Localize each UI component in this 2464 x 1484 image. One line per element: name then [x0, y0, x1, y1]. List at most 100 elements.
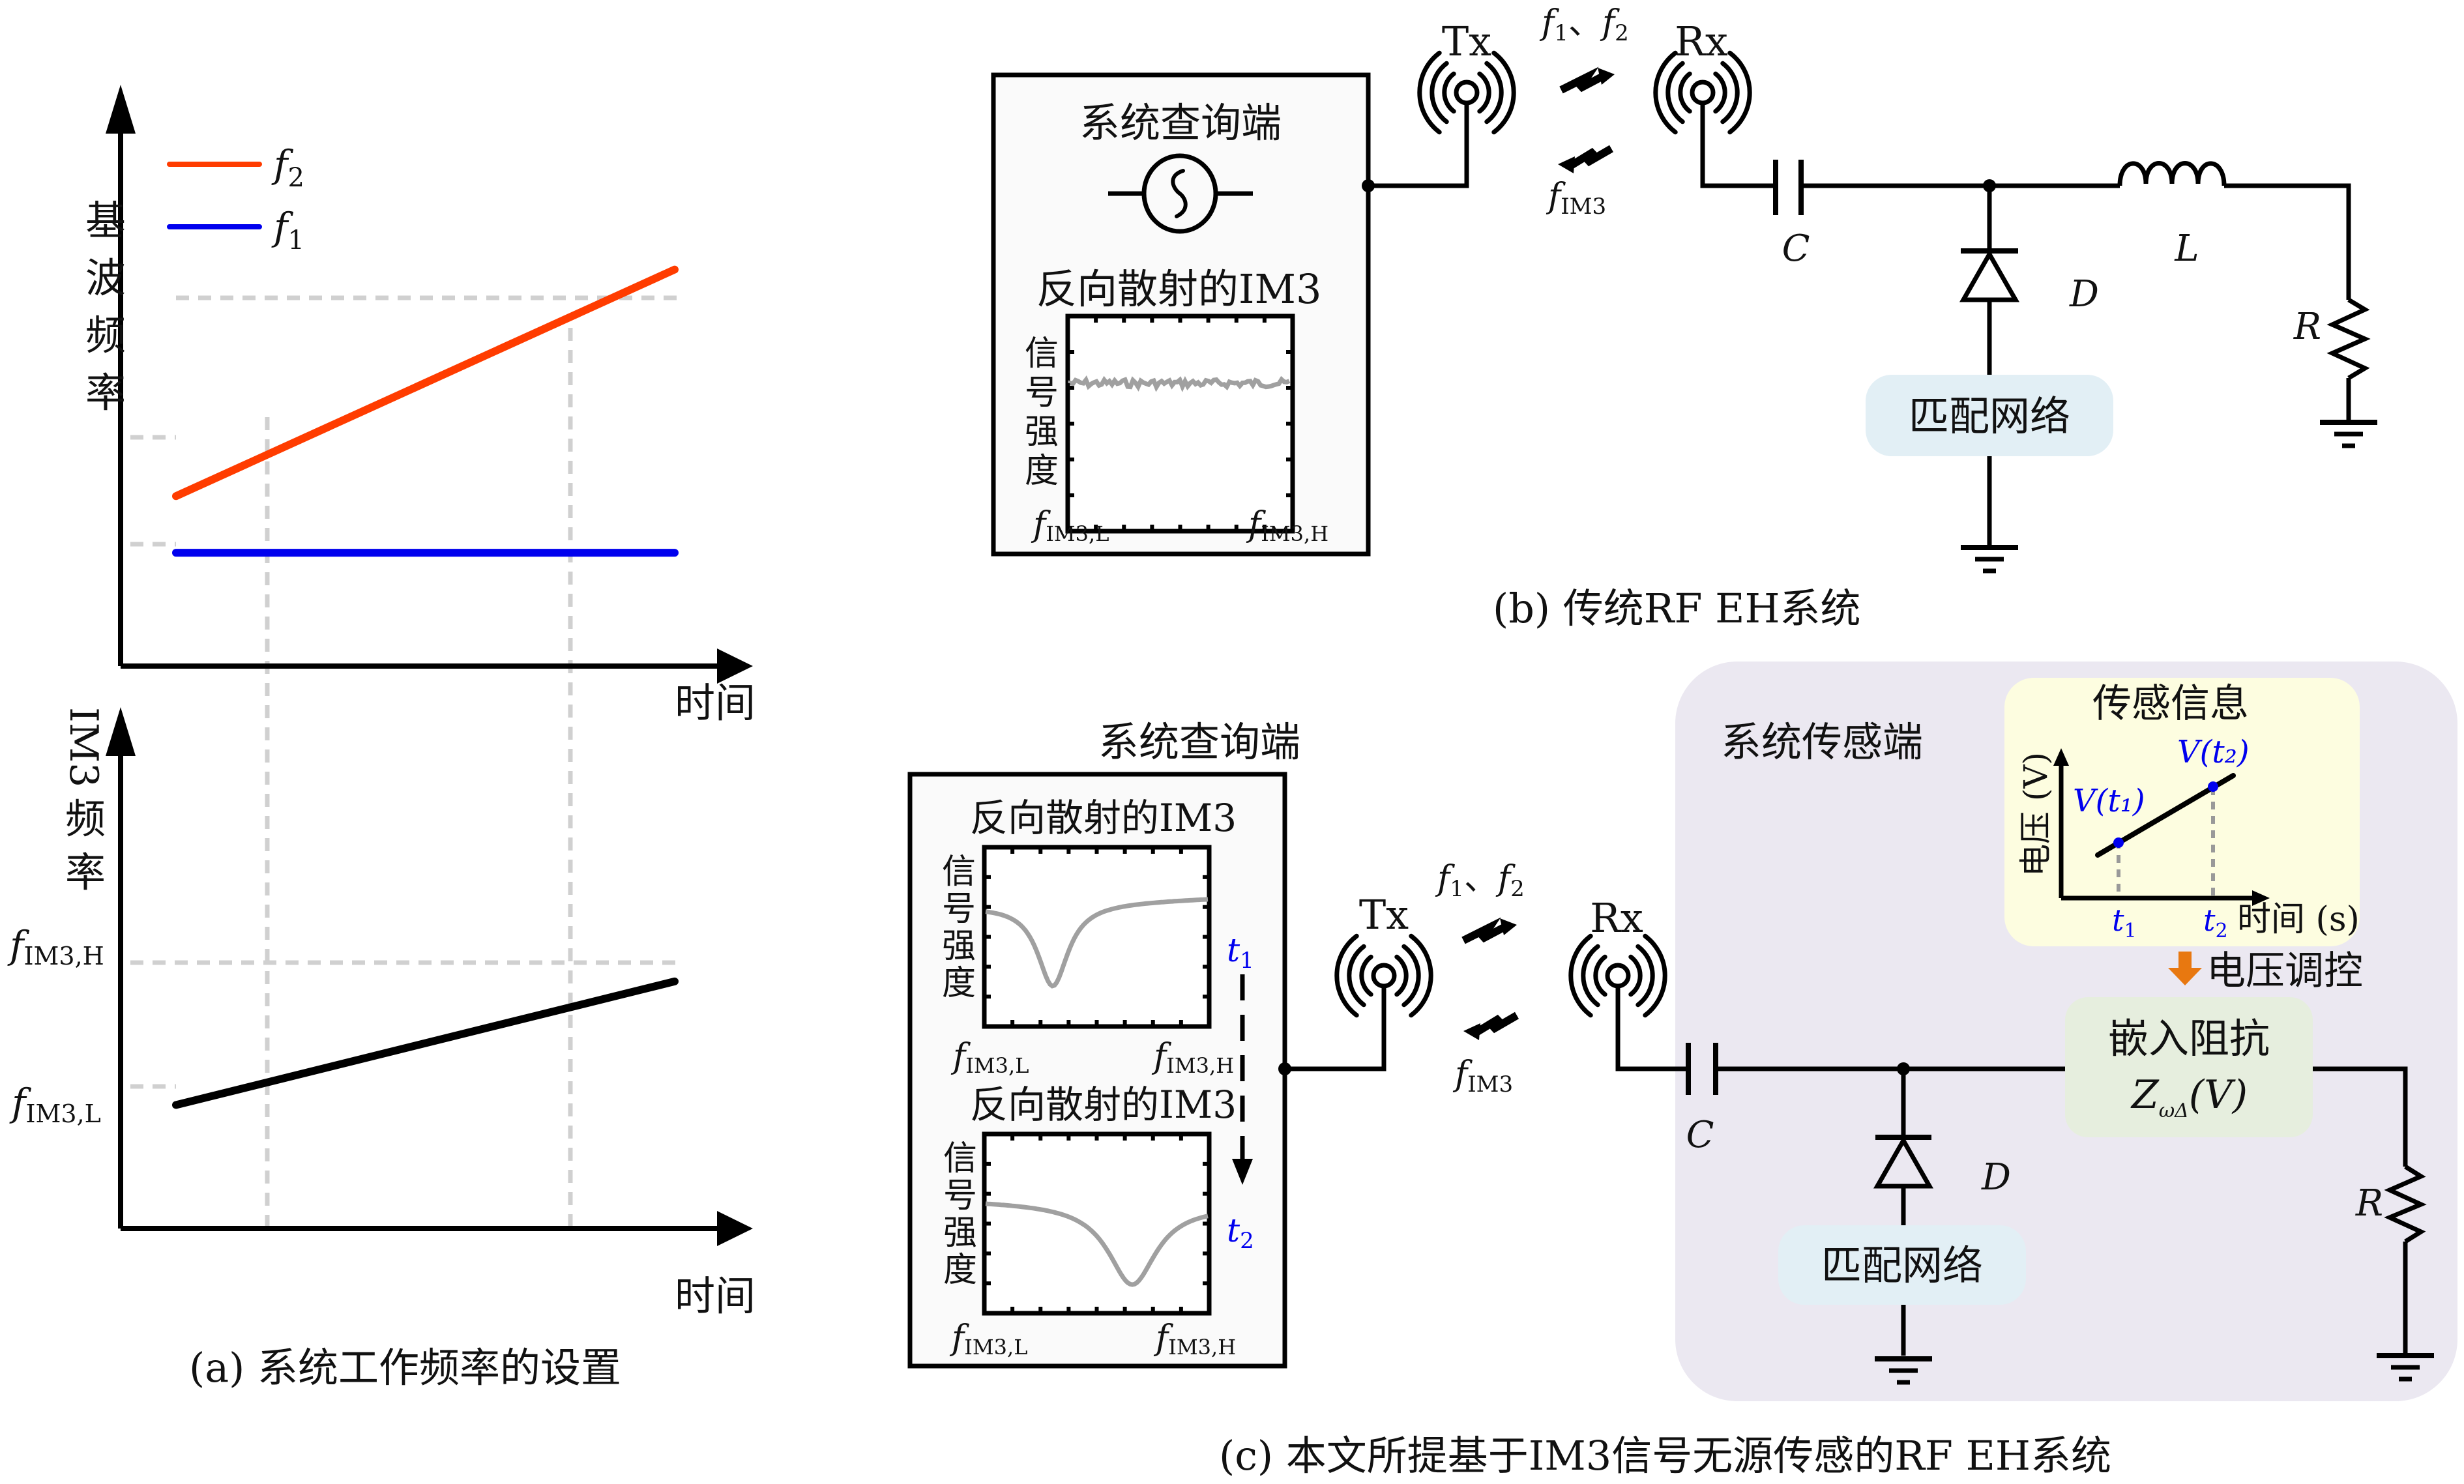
plot-ylabel-char: 号 — [1025, 373, 1059, 413]
x-axis-arrow-icon — [717, 1211, 753, 1246]
capacitor-icon — [1773, 160, 1804, 215]
ground-icon — [1875, 1356, 1932, 1385]
diode-label: D — [1981, 1156, 2011, 1199]
voltage-control-arrow-icon — [2168, 952, 2202, 985]
panel-b: 系统查询端 反向散射的IM3 信 号 强 度 fIM3,L fIM3,H Tx … — [991, 3, 2377, 632]
x-axis-label: 时间 — [675, 679, 755, 727]
legend-label-f1: f1 — [271, 205, 304, 255]
plot-ylabel-char: 信 — [942, 852, 976, 892]
forward-signal-label: f1、f2 — [1539, 3, 1629, 46]
interrogator-title: 系统查询端 — [1098, 718, 1300, 766]
backward-signal-label: fIM3 — [1546, 177, 1606, 220]
resistor-label: R — [2293, 306, 2321, 348]
matching-network-label: 匹配网络 — [1821, 1242, 1983, 1289]
wire — [2224, 183, 2351, 300]
ac-source-icon — [1108, 153, 1253, 234]
y-axis-arrow-icon — [2053, 748, 2069, 766]
inductor-icon — [2117, 161, 2227, 186]
legend-label-f2: f2 — [271, 142, 304, 193]
y-axis-label-char: 波 — [85, 254, 126, 302]
wire — [1615, 984, 1687, 1071]
wire-tx — [1285, 984, 1386, 1071]
resistor-label: R — [2355, 1182, 2383, 1225]
forward-wireless-arrow-icon — [1461, 917, 1517, 944]
embedded-impedance-expr: ZωΔ(V) — [2130, 1072, 2248, 1122]
spectrum-curve-t1 — [985, 897, 1209, 989]
inductor-label: L — [2174, 227, 2199, 270]
y-axis-arrow-icon — [106, 707, 136, 756]
im3-spectrum-plot-t2 — [982, 1131, 1212, 1316]
embedded-impedance-box — [2065, 997, 2313, 1137]
caption-a: (a) 系统工作频率的设置 — [189, 1344, 621, 1391]
plot2-xlabel-high: fIM3,H — [1153, 1318, 1236, 1360]
resistor-icon — [2384, 1165, 2427, 1244]
tx-antenna-icon — [1334, 933, 1433, 1018]
tx-label: Tx — [1359, 891, 1409, 938]
tx-label: Tx — [1442, 18, 1491, 65]
y-axis-arrow-icon — [106, 85, 136, 134]
wire — [1700, 103, 1774, 188]
capacitor-label: C — [1686, 1114, 1714, 1156]
time-progression-arrow-icon — [1232, 1159, 1253, 1185]
rx-label: Rx — [1590, 894, 1643, 942]
plot-ylabel-char: 号 — [942, 890, 976, 929]
plot1-xlabel-low: fIM3,L — [950, 1037, 1029, 1078]
plot-ylabel-char: 信 — [1025, 334, 1059, 373]
plot-ylabel-char: 度 — [942, 964, 976, 1003]
backward-wireless-arrow-icon — [1463, 1011, 1519, 1040]
y-axis-label-im3: IM3 — [61, 707, 106, 787]
sensor-node-title: 系统传感端 — [1721, 718, 1923, 766]
matching-network-box — [1866, 375, 2113, 456]
plot-ylabel-char: 强 — [1025, 413, 1059, 452]
voltage-point-t2 — [2208, 781, 2218, 792]
y-axis-label-char: 频 — [85, 312, 126, 359]
x-axis-arrow-icon — [717, 648, 753, 684]
y-axis-label-char: 率 — [65, 849, 106, 896]
sensing-info-box — [2004, 678, 2360, 946]
backward-signal-label: fIM3 — [1452, 1055, 1513, 1098]
x-axis-label: 时间 (s) — [2237, 900, 2360, 939]
voltage-point-t1 — [2113, 837, 2124, 848]
tick-label-fim3-high: fIM3,H — [7, 923, 104, 970]
voltage-label-t2: V(t₂) — [2177, 734, 2250, 770]
tick-label-t1: t1 — [2112, 903, 2137, 942]
tick-label-fim3-low: fIM3,L — [9, 1081, 101, 1128]
panel-a: f2 f1 基 波 频 率 时间 IM3 频 率 fIM3,H fIM3,L 时… — [7, 85, 755, 1391]
voltage-label-t1: V(t₁) — [2073, 783, 2145, 819]
plot1-title: 反向散射的IM3 — [970, 796, 1237, 840]
series-line-f2 — [172, 265, 679, 501]
spectrum-curve — [1068, 375, 1291, 392]
rx-label: Rx — [1675, 18, 1728, 65]
spectrum-curve-t2 — [985, 1201, 1209, 1287]
sensing-info-title: 传感信息 — [2092, 681, 2249, 727]
diode-icon — [1959, 248, 2020, 302]
plot-ylabel-char: 度 — [943, 1251, 977, 1290]
caption-c: (c) 本文所提基于IM3信号无源传感的RF EH系统 — [1219, 1432, 2111, 1479]
embedded-impedance-title: 嵌入阻抗 — [2108, 1015, 2270, 1062]
forward-signal-label: f1、f2 — [1435, 859, 1525, 902]
chart-fundamental-frequency: f2 f1 基 波 频 率 时间 — [85, 85, 755, 1235]
forward-wireless-arrow-icon — [1559, 66, 1615, 94]
plot-ylabel-char: 号 — [943, 1176, 977, 1215]
matching-network-label: 匹配网络 — [1909, 392, 2070, 440]
plot1-xlabel-high: fIM3,H — [1151, 1037, 1234, 1078]
y-axis-label-char: 频 — [65, 795, 106, 843]
wire-tx — [1368, 103, 1469, 188]
plot-ylabel-char: 度 — [1025, 452, 1059, 491]
ground-icon — [1961, 545, 2018, 574]
plot1-ylabel: 信 号 强 度 — [942, 852, 976, 1003]
x-axis-label: 时间 — [675, 1272, 755, 1320]
rx-antenna-icon — [1653, 50, 1752, 135]
plot-ylabel-char: 强 — [942, 927, 976, 966]
tick-label-t2: t2 — [2203, 903, 2228, 942]
ground-icon — [2320, 420, 2377, 448]
chart-im3-frequency: IM3 频 率 fIM3,H fIM3,L 时间 — [7, 707, 755, 1320]
im3-spectrum-plot-t1 — [982, 845, 1212, 1029]
ground-icon — [2377, 1353, 2434, 1382]
resistor-icon — [2326, 297, 2371, 381]
plot-ylabel-char: 强 — [943, 1214, 977, 1253]
plot2-xlabel-low: fIM3,L — [949, 1318, 1027, 1360]
voltage-control-label: 电压调控 — [2207, 948, 2363, 994]
wire — [2313, 1066, 2408, 1167]
